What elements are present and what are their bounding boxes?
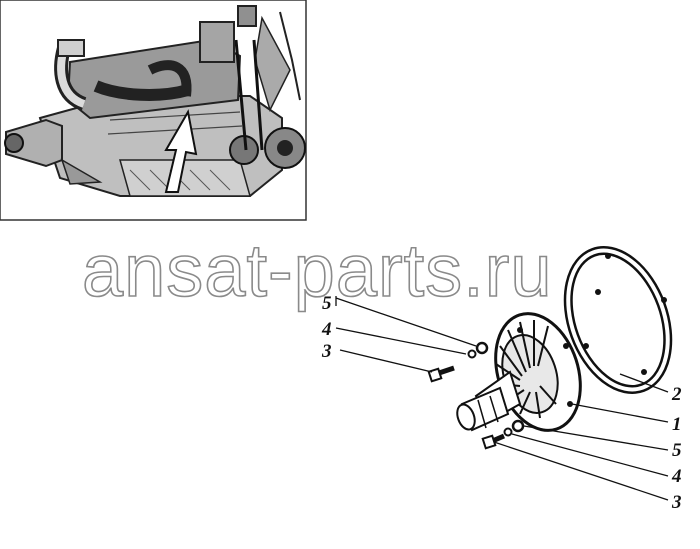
leader-lines — [335, 296, 669, 501]
gasket-ring — [563, 246, 673, 394]
callout-left-3: 3 — [321, 341, 332, 362]
callout-left-5: 5 — [322, 293, 332, 314]
callout-right-3: 3 — [671, 492, 682, 513]
callout-right-2: 2 — [671, 384, 682, 405]
engine-drawing — [4, 5, 306, 197]
flange-housing — [456, 312, 582, 432]
lower-fasteners — [481, 419, 525, 450]
callout-left-4: 4 — [321, 319, 332, 340]
callout-right-1: 1 — [672, 414, 682, 435]
location-arrow — [164, 109, 198, 193]
engine-inset — [0, 0, 307, 221]
callout-right-5: 5 — [672, 440, 682, 461]
callout-right-4: 4 — [671, 466, 682, 487]
watermark-text: ansat-parts.ru — [82, 229, 553, 312]
